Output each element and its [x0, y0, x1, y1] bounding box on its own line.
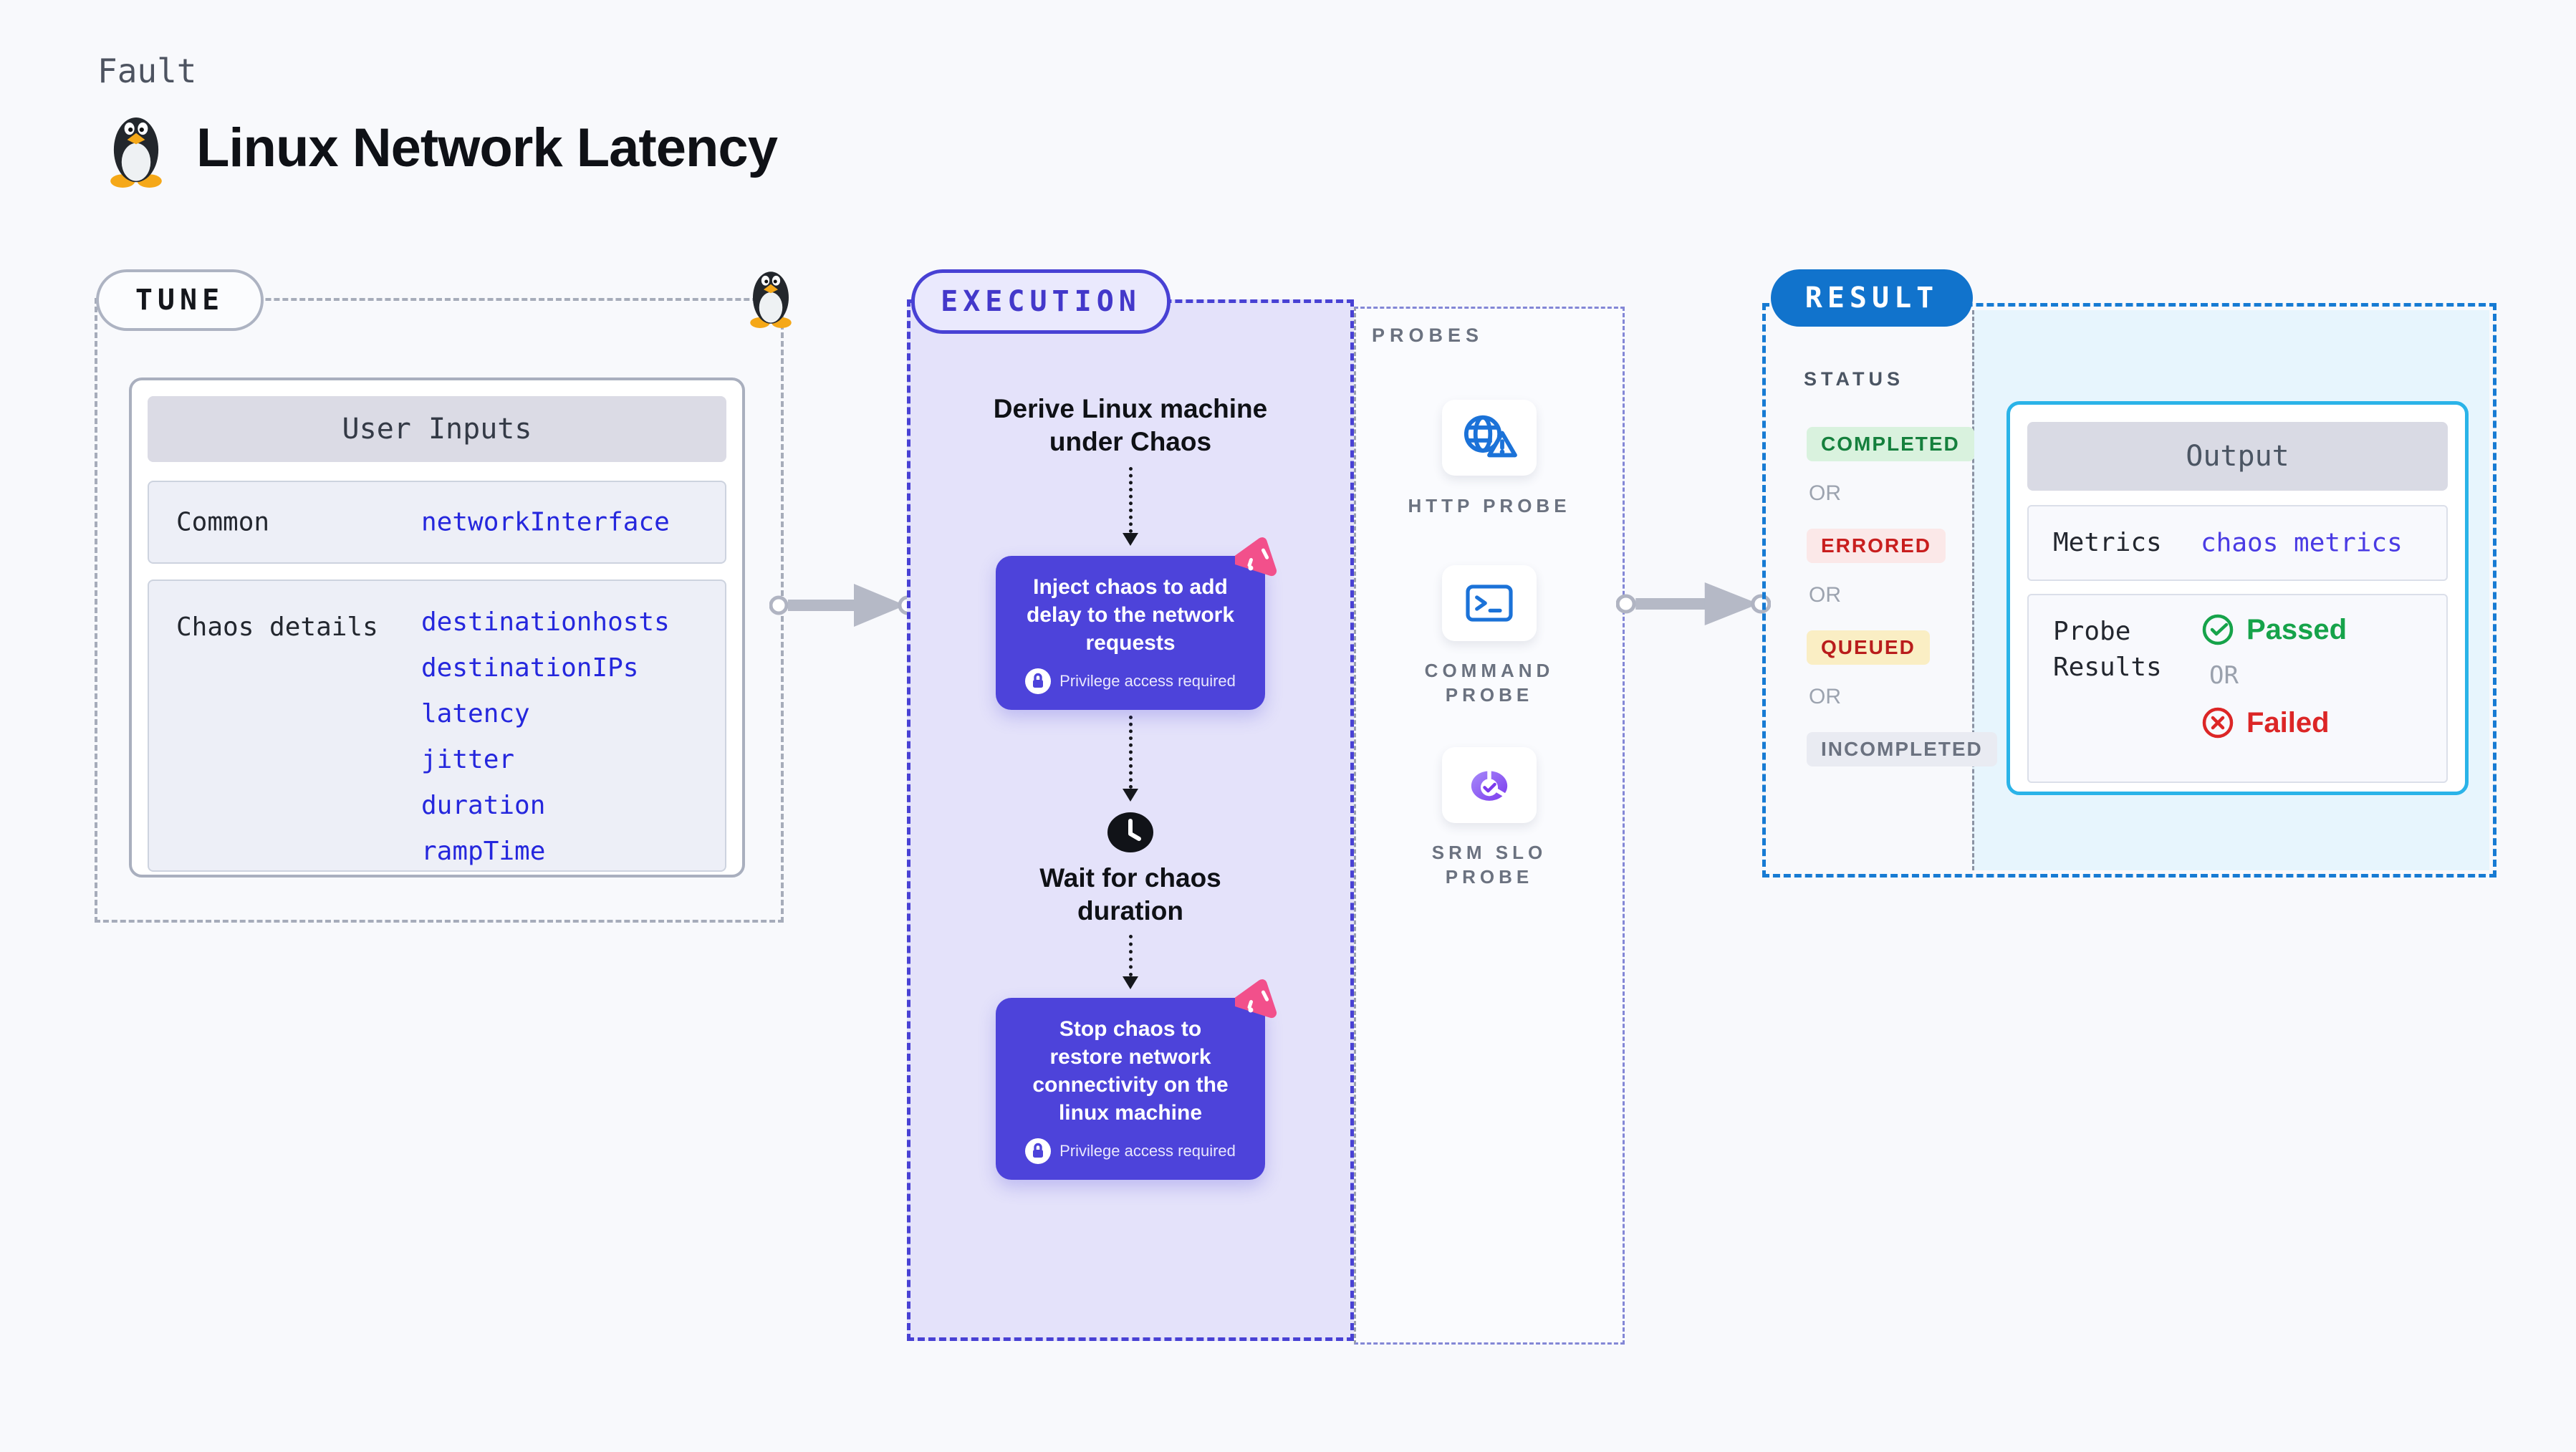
- privilege-text: Privilege access required: [1059, 672, 1236, 690]
- execution-flow: Derive Linux machine under Chaos Inject …: [907, 299, 1354, 1180]
- down-arrow-icon: [1123, 467, 1138, 546]
- lock-icon: [1025, 668, 1052, 694]
- linux-penguin-icon-small: [750, 271, 792, 328]
- probes-section: PROBES HTTP PROBE COMMAND PROBE: [1354, 307, 1625, 1345]
- privilege-text: Privilege access required: [1059, 1142, 1236, 1160]
- lock-icon: [1025, 1138, 1052, 1164]
- tune-badge: TUNE: [96, 269, 264, 331]
- derive-step-text: Derive Linux machine under Chaos: [993, 394, 1268, 456]
- output-title: Output: [2027, 422, 2448, 491]
- down-arrow-icon: [1123, 716, 1138, 802]
- or-separator: OR: [1809, 481, 1841, 505]
- probe-results-label: Probe Results: [2053, 617, 2162, 682]
- down-arrow-icon: [1123, 935, 1138, 989]
- failed-row: Failed: [2201, 706, 2347, 740]
- or-separator: OR: [1809, 583, 1841, 607]
- inject-step-title: Inject chaos to add delay to the network…: [1026, 575, 1235, 655]
- status-badge-queued: QUEUED: [1807, 630, 1930, 665]
- terminal-icon: [1466, 585, 1513, 622]
- status-badge-errored: ERRORED: [1807, 529, 1946, 563]
- input-value: latency: [421, 699, 530, 729]
- input-value: destinationhosts: [421, 607, 670, 637]
- wait-step-text: Wait for chaos duration: [1039, 863, 1221, 925]
- clock-icon: [1107, 812, 1153, 852]
- command-probe-card: [1442, 565, 1537, 641]
- execution-badge: EXECUTION: [911, 269, 1171, 334]
- stop-chaos-step: Stop chaos to restore network connectivi…: [996, 998, 1265, 1180]
- metrics-row: Metrics chaos metrics: [2027, 505, 2448, 581]
- failed-text: Failed: [2246, 706, 2330, 739]
- result-badge: RESULT: [1771, 269, 1973, 327]
- input-value: destinationIPs: [421, 653, 639, 683]
- fault-label: Fault: [97, 52, 197, 90]
- srm-slo-probe-label: SRM SLO PROBE: [1431, 842, 1547, 888]
- metrics-value: chaos metrics: [2201, 528, 2403, 558]
- command-probe-label: COMMAND PROBE: [1424, 660, 1554, 706]
- privilege-note: Privilege access required: [1014, 1138, 1246, 1164]
- probe-results-row: Probe Results Passed OR: [2027, 594, 2448, 783]
- stop-step-title: Stop chaos to restore network connectivi…: [1032, 1017, 1229, 1125]
- page-title: Linux Network Latency: [196, 117, 778, 178]
- input-row-chaos-details: Chaos details destinationhosts destinati…: [148, 580, 726, 872]
- passed-row: Passed: [2201, 612, 2347, 647]
- input-value: jitter: [421, 745, 515, 774]
- user-inputs-card: User Inputs Common networkInterface Chao…: [129, 378, 745, 878]
- user-inputs-title: User Inputs: [148, 396, 726, 462]
- status-badge-completed: COMPLETED: [1807, 427, 1974, 461]
- srm-slo-probe-card: [1442, 747, 1537, 823]
- input-value: networkInterface: [421, 507, 670, 537]
- input-row-common: Common networkInterface: [148, 481, 726, 564]
- input-row-label: Chaos details: [176, 612, 378, 642]
- arrow-tune-to-execution: [769, 577, 917, 634]
- metrics-label: Metrics: [2053, 528, 2162, 557]
- or-separator: OR: [2209, 661, 2239, 690]
- input-value: duration: [421, 791, 546, 820]
- status-label: STATUS: [1804, 368, 1904, 390]
- chaos-detail-values: destinationhosts destinationIPs latency …: [421, 600, 670, 875]
- privilege-note: Privilege access required: [1014, 668, 1246, 694]
- http-probe-card: [1442, 400, 1537, 476]
- result-section: STATUS COMPLETED OR ERRORED OR QUEUED OR…: [1762, 303, 2496, 878]
- input-value: rampTime: [421, 837, 546, 866]
- inject-chaos-step: Inject chaos to add delay to the network…: [996, 556, 1265, 710]
- output-card: Output Metrics chaos metrics Probe Resul…: [2007, 401, 2469, 795]
- probes-label: PROBES: [1372, 324, 1484, 346]
- globe-warning-icon: [1464, 415, 1517, 458]
- pie-check-icon: [1471, 769, 1508, 801]
- input-row-label: Common: [176, 507, 270, 537]
- http-probe-label: HTTP PROBE: [1408, 495, 1571, 516]
- chaos-logo-icon: [1235, 979, 1279, 1024]
- chaos-logo-icon: [1235, 537, 1279, 582]
- status-badge-incompleted: INCOMPLETED: [1807, 732, 1997, 766]
- arrow-execution-to-result: [1616, 575, 1771, 633]
- linux-penguin-icon: [110, 117, 162, 188]
- passed-text: Passed: [2246, 613, 2347, 645]
- check-circle-icon: [2202, 614, 2234, 645]
- or-separator: OR: [1809, 685, 1841, 708]
- x-circle-icon: [2202, 707, 2234, 739]
